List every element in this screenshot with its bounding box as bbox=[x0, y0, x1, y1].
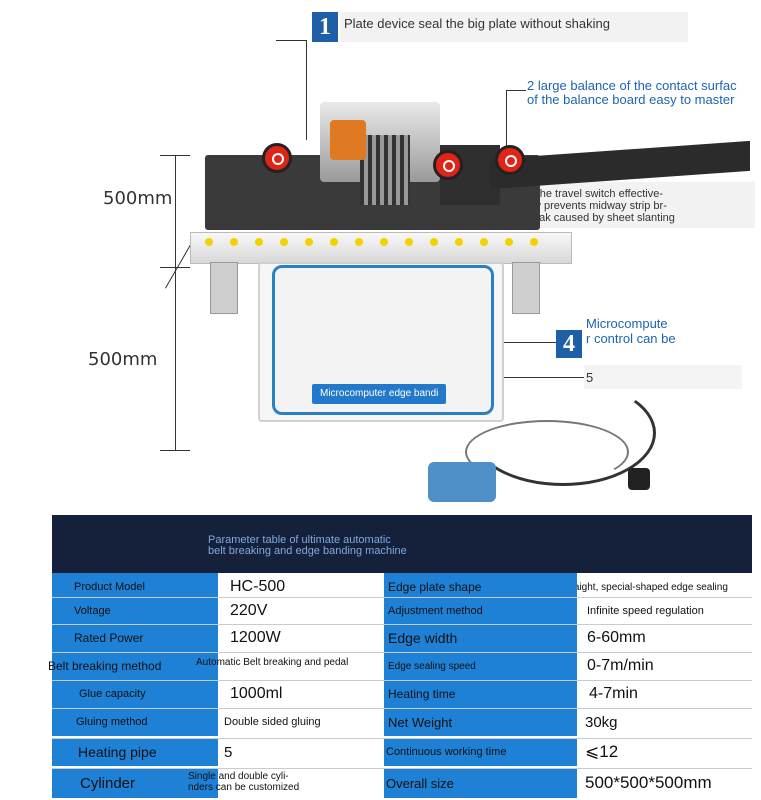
table-divider bbox=[52, 738, 752, 739]
front-rail bbox=[190, 232, 572, 264]
row-value: Single and double cyli- nders can be cus… bbox=[188, 768, 384, 798]
dimension-line-vertical bbox=[175, 155, 176, 450]
dimension-label-top: 500mm bbox=[103, 188, 173, 209]
dimension-tick-mid bbox=[160, 267, 190, 268]
table-row: Voltage 220V Adjustment method Infinite … bbox=[52, 597, 752, 625]
leader-line-4 bbox=[478, 342, 556, 343]
table-divider bbox=[52, 597, 752, 598]
row-value-2: 4-7min bbox=[577, 680, 752, 708]
knob-right bbox=[495, 145, 525, 175]
callout-badge-1: 1 bbox=[312, 12, 338, 42]
power-cable bbox=[470, 380, 656, 486]
callout-badge-4: 4 bbox=[556, 330, 582, 358]
table-divider bbox=[52, 680, 752, 681]
row-value-2: Curved, straight, special-shaped edge se… bbox=[577, 573, 752, 601]
row-label-2: Net Weight bbox=[384, 708, 577, 736]
row-label-2: Edge width bbox=[384, 624, 577, 652]
table-row: Cylinder Single and double cyli- nders c… bbox=[52, 768, 752, 798]
row-value-line1: Single and double cyli- bbox=[188, 771, 289, 782]
table-title-line1: Parameter table of ultimate automatic bbox=[208, 534, 391, 546]
row-value-line2: nders can be customized bbox=[188, 782, 300, 793]
row-value-2: 30kg bbox=[577, 708, 752, 736]
table-row: Heating pipe 5 Continuous working time ⩽… bbox=[52, 738, 752, 766]
table-divider bbox=[52, 708, 752, 709]
foot-pedal bbox=[428, 462, 496, 502]
row-label: Rated Power bbox=[52, 624, 218, 652]
row-label: Belt breaking method bbox=[48, 652, 218, 680]
row-value: 1000ml bbox=[218, 680, 384, 708]
row-label: Gluing method bbox=[52, 708, 218, 736]
table-title-line2: belt breaking and edge banding machine bbox=[208, 545, 407, 557]
table-divider bbox=[52, 624, 752, 625]
row-value-2: ⩽12 bbox=[577, 738, 752, 766]
row-value: Double sided gluing bbox=[218, 708, 384, 736]
row-value-2-text: Curved, straight, special-shaped edge se… bbox=[577, 582, 728, 593]
table-divider bbox=[52, 768, 752, 769]
table-row: Gluing method Double sided gluing Net We… bbox=[52, 708, 752, 736]
row-label: Product Model bbox=[52, 573, 218, 601]
dimension-tick-top bbox=[160, 155, 190, 156]
leader-line-1 bbox=[306, 40, 307, 140]
row-value-2: 6-60mm bbox=[577, 624, 752, 652]
callout-text-3: The travel switch effective- ly prevents… bbox=[530, 182, 755, 228]
right-bracket bbox=[512, 262, 540, 314]
row-value: 1200W bbox=[218, 624, 384, 652]
knob-middle bbox=[433, 150, 463, 180]
callout-text-3a: The travel switch effective- bbox=[533, 188, 664, 200]
knob-left bbox=[262, 143, 292, 173]
row-value: HC-500 bbox=[218, 573, 384, 601]
row-label-2: Overall size bbox=[384, 768, 577, 798]
row-value-text: Automatic Belt breaking and pedal bbox=[196, 657, 349, 668]
row-label: Heating pipe bbox=[52, 738, 218, 766]
row-label: Cylinder bbox=[52, 768, 218, 798]
row-value-2: 0-7m/min bbox=[577, 652, 752, 680]
product-photo-area: 1 Plate device seal the big plate withou… bbox=[88, 12, 755, 502]
callout-text-1: Plate device seal the big plate without … bbox=[340, 12, 688, 42]
dimension-tick-bottom bbox=[160, 450, 190, 451]
power-plug bbox=[628, 468, 650, 490]
left-bracket bbox=[210, 262, 238, 314]
callout-text-3b: ly prevents midway strip br- bbox=[533, 200, 667, 212]
row-value-stack: Single and double cyli- nders can be cus… bbox=[188, 771, 299, 793]
callout-text-2b: of the balance board easy to master bbox=[527, 92, 735, 107]
table-row: Rated Power 1200W Edge width 6-60mm bbox=[52, 624, 752, 652]
row-label-text: Belt breaking method bbox=[48, 659, 162, 673]
leader-line-2b bbox=[506, 90, 507, 150]
row-value: Automatic Belt breaking and pedal bbox=[196, 652, 384, 680]
pedal-cable bbox=[465, 420, 629, 484]
callout-text-4a: Microcompute bbox=[586, 316, 668, 331]
row-value: 5 bbox=[218, 738, 384, 766]
table-row: Belt breaking method Automatic Belt brea… bbox=[48, 652, 752, 680]
orange-bracket bbox=[330, 120, 366, 160]
row-label-2: Edge sealing speed bbox=[384, 652, 577, 680]
leader-line-5 bbox=[500, 377, 584, 378]
row-label-2: Adjustment method bbox=[384, 597, 577, 625]
row-label: Voltage bbox=[52, 597, 218, 625]
dimension-label-bottom: 500mm bbox=[88, 349, 158, 370]
row-value-2: Infinite speed regulation bbox=[577, 597, 752, 625]
row-value-2: 500*500*500mm bbox=[577, 768, 752, 798]
panel-label: Microcomputer edge bandi bbox=[312, 384, 447, 404]
table-header: Parameter table of ultimate automatic be… bbox=[52, 515, 752, 573]
gluing-roller bbox=[360, 135, 410, 205]
row-label-2: Edge plate shape bbox=[384, 573, 577, 601]
table-row: Product Model HC-500 Edge plate shape Cu… bbox=[52, 573, 752, 601]
callout-text-3c: eak caused by sheet slanting bbox=[533, 212, 675, 224]
row-label-2: Heating time bbox=[384, 680, 577, 708]
row-label: Glue capacity bbox=[52, 680, 218, 708]
row-value: 220V bbox=[218, 597, 384, 625]
table-divider bbox=[52, 652, 752, 653]
row-label-2: Continuous working time bbox=[384, 738, 577, 766]
leader-line-2 bbox=[506, 90, 526, 91]
callout-text-4b: r control can be bbox=[586, 331, 676, 346]
leader-line-1b bbox=[276, 40, 306, 41]
callout-text-2a: 2 large balance of the contact surfac bbox=[527, 78, 737, 93]
callout-text-5: 5 bbox=[584, 365, 742, 389]
table-row: Glue capacity 1000ml Heating time 4-7min bbox=[52, 680, 752, 708]
